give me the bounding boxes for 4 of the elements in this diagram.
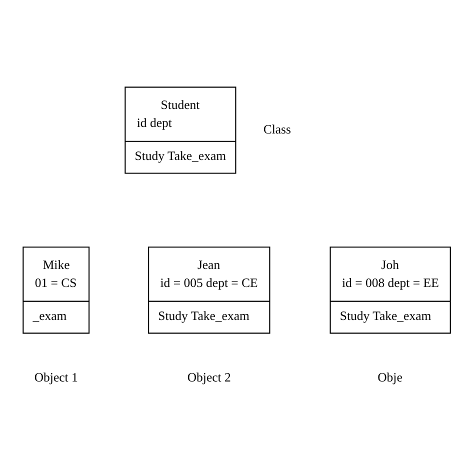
node-label: Class xyxy=(263,122,291,136)
node-label: Object 1 xyxy=(34,370,78,384)
node-label: Obje xyxy=(378,370,402,384)
node-label: Object 2 xyxy=(187,370,231,384)
